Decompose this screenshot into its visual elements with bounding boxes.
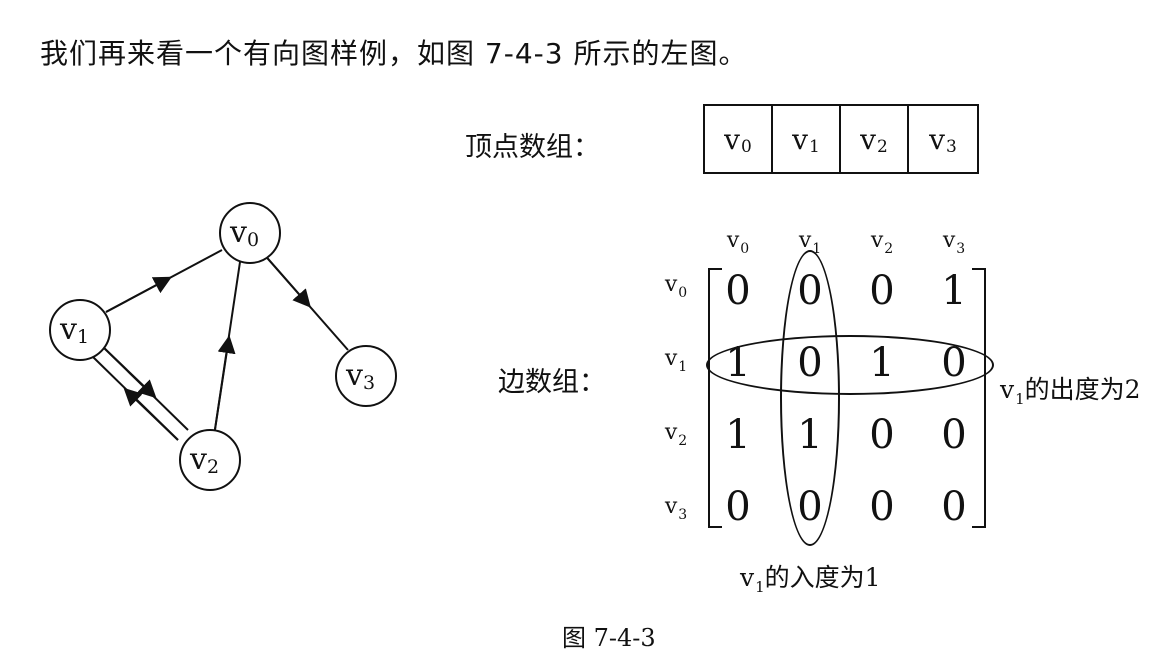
edge-array-label: 边数组： xyxy=(498,367,606,398)
matrix-cell: 0 xyxy=(941,484,967,530)
matrix-cell: 0 xyxy=(869,484,895,530)
matrix-bracket-right xyxy=(972,268,986,528)
matrix-col-header: v1 xyxy=(798,228,822,257)
svg-text:v2: v2 xyxy=(189,442,219,478)
matrix-cell: 0 xyxy=(725,484,751,530)
matrix-row-header: v2 xyxy=(664,420,688,449)
matrix-row-header: v1 xyxy=(664,346,688,375)
matrix-cell: 0 xyxy=(869,412,895,458)
matrix-cell: 1 xyxy=(725,412,751,458)
svg-text:v0: v0 xyxy=(229,215,259,251)
graph-node-v0: v0 xyxy=(219,202,281,264)
matrix-row-header: v0 xyxy=(664,272,688,301)
svg-text:v3: v3 xyxy=(345,358,375,394)
graph-node-v2: v2 xyxy=(179,429,241,491)
in-degree-highlight-ellipse xyxy=(780,250,840,546)
svg-text:v1: v1 xyxy=(59,312,89,348)
vertex-array-label: 顶点数组： xyxy=(465,132,600,163)
out-degree-highlight-ellipse xyxy=(706,335,994,395)
matrix-row-header: v3 xyxy=(664,494,688,523)
matrix-col-header: v3 xyxy=(942,228,966,257)
matrix-col-header: v0 xyxy=(726,228,750,257)
intro-text: 我们再来看一个有向图样例，如图 7-4-3 所示的左图。 xyxy=(40,37,748,70)
matrix-col-header: v2 xyxy=(870,228,894,257)
out-degree-note: v1的出度为2 xyxy=(1000,375,1141,408)
matrix-cell: 1 xyxy=(941,268,967,314)
matrix-bracket-left xyxy=(708,268,722,528)
graph-node-v3: v3 xyxy=(335,345,397,407)
graph-node-v1: v1 xyxy=(49,299,111,361)
figure-caption: 图 7-4-3 xyxy=(562,624,656,652)
matrix-cell: 0 xyxy=(869,268,895,314)
matrix-cell: 0 xyxy=(725,268,751,314)
in-degree-note: v1的入度为1 xyxy=(740,563,881,596)
directed-graph: v0 v1 v2 v3 xyxy=(49,202,397,491)
matrix-cell: 0 xyxy=(941,412,967,458)
